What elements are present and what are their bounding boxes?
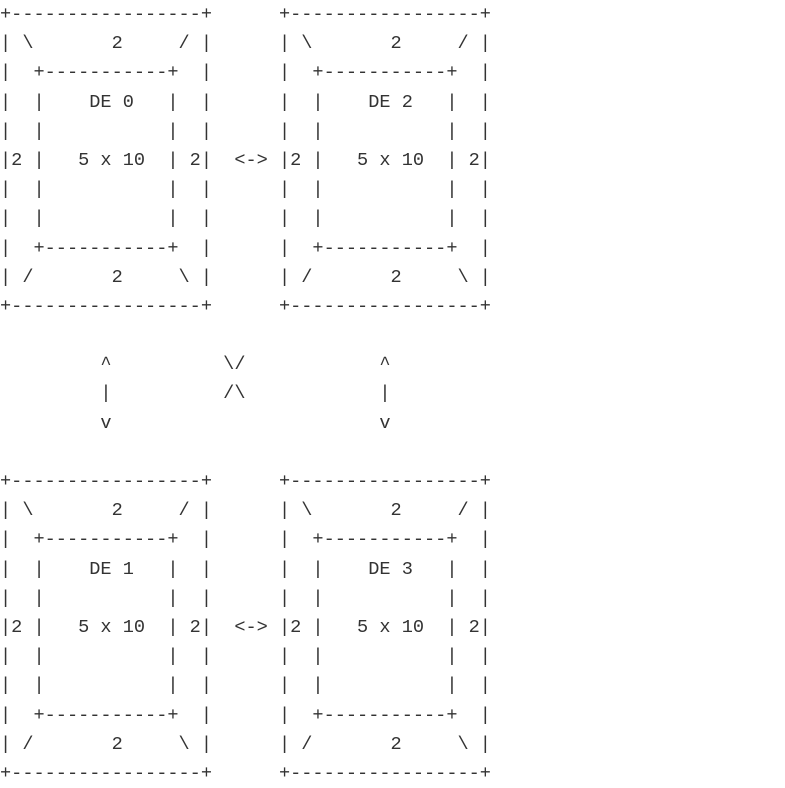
diagram-line: | | | | | | | | — [0, 584, 491, 613]
diagram-line-text: +-----------------+ +-----------------+ — [0, 295, 491, 317]
diagram-line-text: | | | | | | | | — [0, 587, 491, 609]
diagram-line-text: | | | | | | | | — [0, 208, 491, 230]
diagram-line-text: | | DE 1 | | | | DE 3 | | — [0, 558, 491, 580]
diagram-line-text: | | | | | | | | — [0, 120, 491, 142]
diagram-line-text: +-----------------+ +-----------------+ — [0, 4, 491, 25]
diagram-line: +-----------------+ +-----------------+ — [0, 467, 491, 496]
diagram-line: |2 | 5 x 10 | 2| <-> |2 | 5 x 10 | 2| — [0, 146, 491, 175]
diagram-line: | | | | | | | | — [0, 204, 491, 233]
diagram-line: | | | | | | | | — [0, 175, 491, 204]
diagram-line: v v — [0, 409, 491, 438]
diagram-line: | | | | | | | | — [0, 671, 491, 700]
diagram-line-text: | +-----------+ | | +-----------+ | — [0, 704, 491, 726]
ascii-topology-diagram: +-----------------+ +-----------------+ |… — [0, 0, 491, 788]
diagram-line: | | DE 0 | | | | DE 2 | | — [0, 88, 491, 117]
diagram-line-text: | \ 2 / | | \ 2 / | — [0, 500, 491, 522]
diagram-line-text: | / 2 \ | | / 2 \ | — [0, 266, 491, 288]
diagram-line-text: | +-----------+ | | +-----------+ | — [0, 237, 491, 259]
diagram-line-text: | | | | | | | | — [0, 179, 491, 201]
diagram-line-text: | +-----------+ | | +-----------+ | — [0, 62, 491, 84]
diagram-line-text: | | | | | | | | — [0, 675, 491, 697]
diagram-line-text: | /\ | — [0, 383, 391, 405]
diagram-line-text: ^ \/ ^ — [0, 354, 391, 376]
diagram-line: | \ 2 / | | \ 2 / | — [0, 29, 491, 58]
diagram-line-text: +-----------------+ +-----------------+ — [0, 762, 491, 784]
diagram-line-text: | | DE 0 | | | | DE 2 | | — [0, 91, 491, 113]
diagram-line: | | | | | | | | — [0, 117, 491, 146]
diagram-line-text: |2 | 5 x 10 | 2| <-> |2 | 5 x 10 | 2| — [0, 149, 491, 171]
diagram-line: | /\ | — [0, 379, 491, 408]
diagram-line: +-----------------+ +-----------------+ — [0, 0, 491, 29]
diagram-line — [0, 321, 491, 350]
diagram-line: | +-----------+ | | +-----------+ | — [0, 234, 491, 263]
diagram-line-text: | | | | | | | | — [0, 646, 491, 668]
diagram-line-text: | +-----------+ | | +-----------+ | — [0, 529, 491, 551]
diagram-line: | | | | | | | | — [0, 642, 491, 671]
diagram-line: | +-----------+ | | +-----------+ | — [0, 701, 491, 730]
diagram-line-text: +-----------------+ +-----------------+ — [0, 471, 491, 492]
diagram-line-text: v v — [0, 412, 391, 434]
diagram-line-text: |2 | 5 x 10 | 2| <-> |2 | 5 x 10 | 2| — [0, 616, 491, 638]
diagram-line: ^ \/ ^ — [0, 350, 491, 379]
diagram-line-text: | / 2 \ | | / 2 \ | — [0, 733, 491, 755]
diagram-line: | +-----------+ | | +-----------+ | — [0, 525, 491, 554]
diagram-line: | \ 2 / | | \ 2 / | — [0, 496, 491, 525]
diagram-line: | / 2 \ | | / 2 \ | — [0, 730, 491, 759]
diagram-line-text: | \ 2 / | | \ 2 / | — [0, 33, 491, 55]
diagram-line: | +-----------+ | | +-----------+ | — [0, 58, 491, 87]
diagram-line: | / 2 \ | | / 2 \ | — [0, 263, 491, 292]
diagram-line: |2 | 5 x 10 | 2| <-> |2 | 5 x 10 | 2| — [0, 613, 491, 642]
diagram-line: +-----------------+ +-----------------+ — [0, 292, 491, 321]
diagram-line — [0, 438, 491, 467]
diagram-line: +-----------------+ +-----------------+ — [0, 759, 491, 788]
diagram-line: | | DE 1 | | | | DE 3 | | — [0, 555, 491, 584]
